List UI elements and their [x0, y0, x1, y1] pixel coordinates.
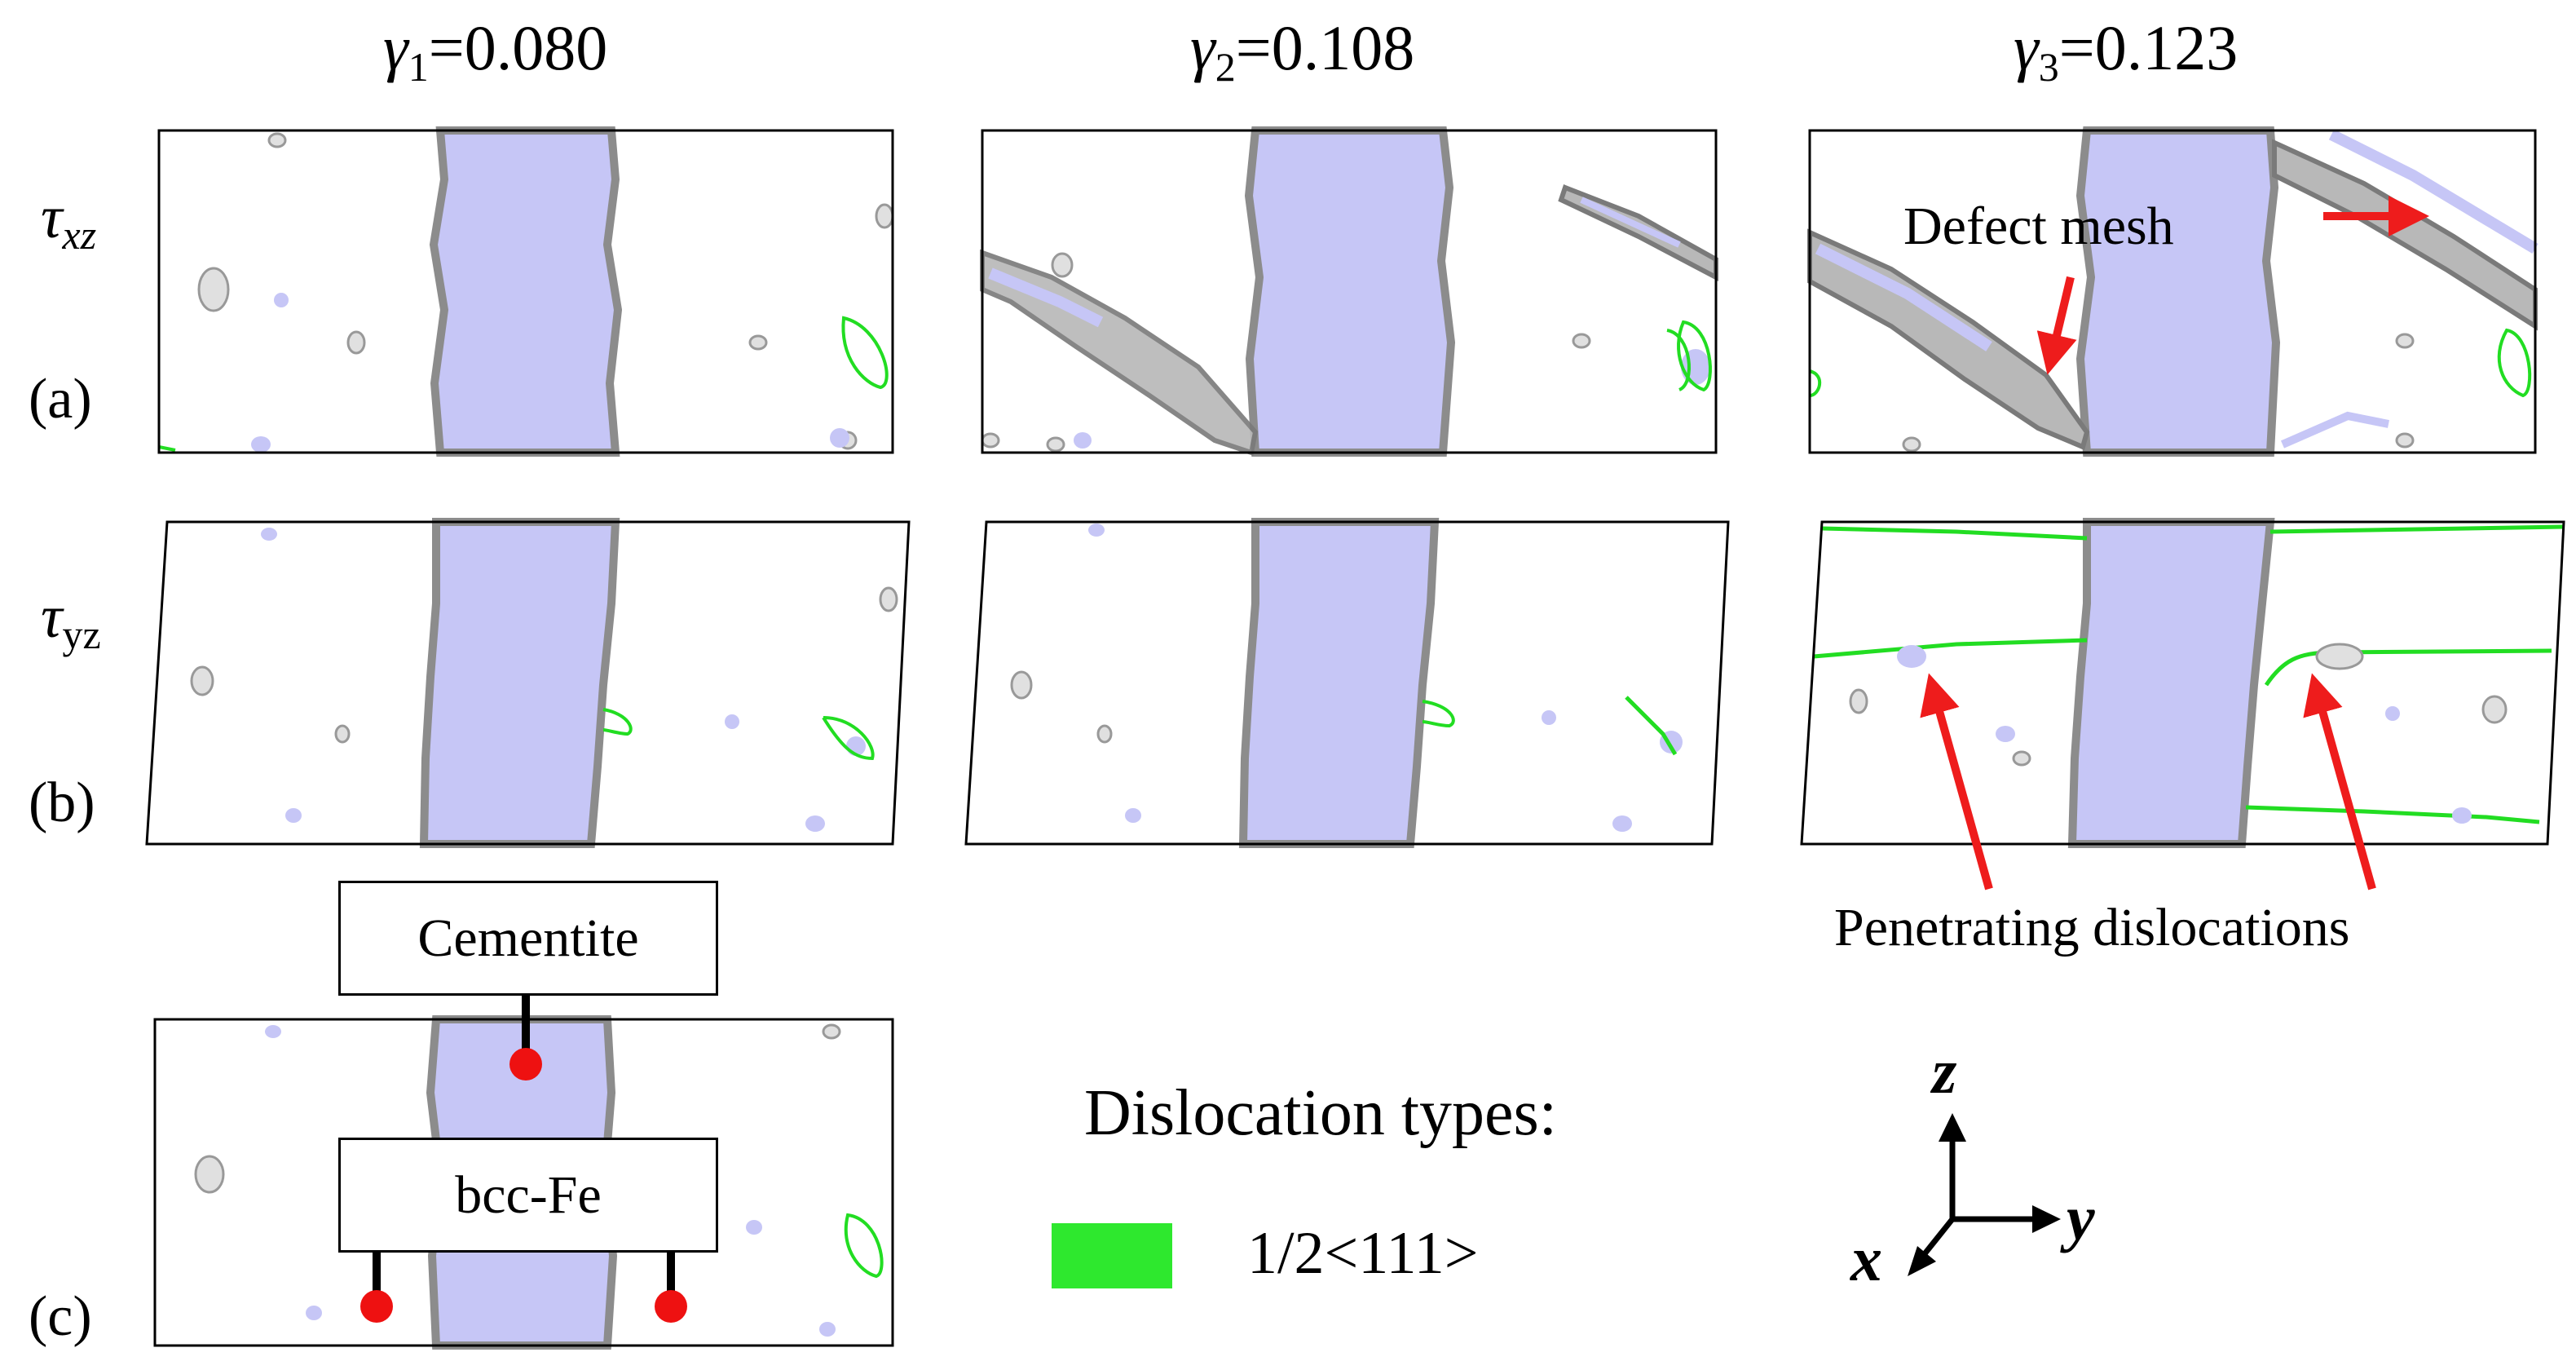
gamma-value: =0.080	[428, 12, 608, 83]
axis-label-y: y	[2067, 1182, 2095, 1253]
cementite-label-box: Cementite	[338, 881, 718, 996]
penetrating-dislocations-label: Penetrating dislocations	[1834, 898, 2350, 957]
tau-symbol: τ	[41, 584, 63, 651]
row-a-stress-label: τxz	[41, 188, 96, 255]
legend-title: Dislocation types:	[1084, 1077, 1557, 1149]
gamma-index: 1	[408, 44, 429, 90]
defect-mesh-arrow-1	[2036, 276, 2077, 375]
bcc-fe-label-box: bcc-Fe	[338, 1138, 718, 1253]
column-title-3: γ3=0.123	[2014, 16, 2238, 90]
axis-label-z: z	[1932, 1036, 1957, 1107]
panel-a1	[157, 126, 894, 457]
gamma-symbol: γ	[1190, 12, 1215, 83]
coordinate-axes	[1908, 1113, 2061, 1276]
gamma-value: =0.123	[2058, 12, 2239, 83]
cementite-label: Cementite	[417, 908, 639, 968]
row-b-stress-label: τyz	[41, 587, 101, 655]
gamma-index: 3	[2038, 44, 2059, 90]
tau-sub: yz	[62, 612, 101, 657]
tau-sub: xz	[62, 212, 97, 258]
legend-entry-label: 1/2<111>	[1247, 1220, 1479, 1287]
panel-b2	[964, 518, 1730, 848]
gamma-value: =0.108	[1235, 12, 1415, 83]
penetrating-arrow-1	[1920, 673, 1993, 890]
panel-id-b: (b)	[29, 771, 95, 834]
axis-label-x: x	[1850, 1223, 1882, 1294]
tau-symbol: τ	[41, 184, 63, 251]
panel-a2	[980, 126, 1718, 457]
gamma-symbol: γ	[383, 12, 408, 83]
column-title-1: γ1=0.080	[383, 16, 607, 90]
panel-a3	[1666, 126, 2539, 457]
panel-b3	[1800, 518, 2565, 848]
dislocation-loop	[841, 316, 889, 390]
panel-b1	[145, 518, 911, 848]
bcc-fe-label: bcc-Fe	[455, 1164, 602, 1225]
panel-id-a: (a)	[29, 368, 92, 431]
legend-swatch	[1052, 1223, 1172, 1288]
panel-id-c: (c)	[29, 1285, 92, 1348]
cementite-band	[429, 126, 623, 457]
gamma-index: 2	[1215, 44, 1236, 90]
column-title-2: γ2=0.108	[1190, 16, 1414, 90]
gamma-symbol: γ	[2014, 12, 2039, 83]
bcc-fe-marker-left	[360, 1290, 393, 1323]
bcc-fe-marker-right	[655, 1290, 687, 1323]
penetrating-arrow-2	[2303, 673, 2376, 890]
cementite-marker	[509, 1048, 542, 1081]
defect-mesh-label: Defect mesh	[1903, 197, 2174, 256]
